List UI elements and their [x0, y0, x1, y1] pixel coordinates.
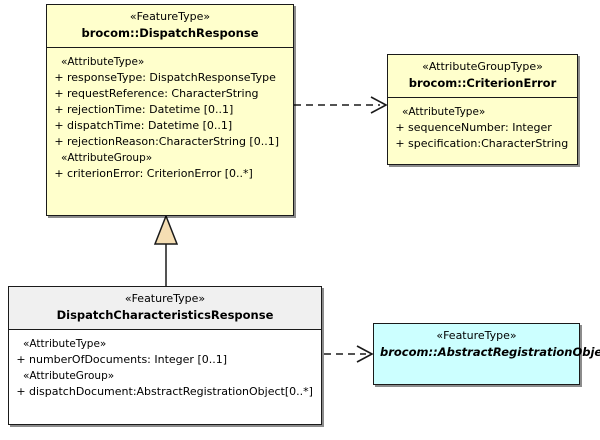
class-stereotype: «FeatureType» [124, 292, 206, 305]
class-stereotype: «AttributeGroupType» [422, 60, 543, 73]
class-header-abstract-registration-object: «FeatureType» brocom::AbstractRegistrati… [374, 324, 600, 366]
attribute-label: dispatchDocument:AbstractRegistrationObj… [29, 385, 313, 398]
class-box-dispatch-response[interactable]: «FeatureType» brocom::DispatchResponse «… [46, 4, 294, 216]
attribute-label: requestReference: CharacterString [67, 87, 259, 100]
class-body-dispatch-characteristics-response: «AttributeType» + numberOfDocuments: Int… [9, 330, 321, 406]
attribute-label: sequenceNumber: Integer [408, 121, 552, 134]
attribute-row[interactable]: + responseType: DispatchResponseType [51, 70, 289, 86]
class-stereotype: «FeatureType» [129, 10, 211, 23]
visibility-marker: + [16, 385, 26, 398]
class-name: DispatchCharacteristicsResponse [56, 308, 274, 322]
compartment-label-attributegroup: «AttributeGroup» [23, 370, 115, 382]
dependency-dispatchcharacteristics-abstractregistrationobject[interactable] [324, 345, 374, 363]
attribute-label: criterionError: CriterionError [0..*] [67, 167, 253, 180]
compartment-label-attributetype: «AttributeType» [61, 56, 145, 68]
compartment-label-attributetype: «AttributeType» [402, 106, 486, 118]
class-name: brocom::CriterionError [408, 76, 557, 90]
class-box-criterion-error[interactable]: «AttributeGroupType» brocom::CriterionEr… [387, 54, 578, 165]
attribute-row[interactable]: + rejectionReason:CharacterString [0..1] [51, 134, 289, 150]
open-arrowhead-icon [370, 96, 388, 114]
visibility-marker: + [54, 135, 64, 148]
compartment-label-attributegroup: «AttributeGroup» [61, 152, 153, 164]
dependency-dispatchresponse-criterionerror[interactable] [294, 96, 388, 114]
attribute-label: numberOfDocuments: Integer [0..1] [29, 353, 228, 366]
attribute-label: rejectionReason:CharacterString [0..1] [67, 135, 279, 148]
attribute-label: rejectionTime: Datetime [0..1] [67, 103, 234, 116]
class-body-dispatch-response: «AttributeType» + responseType: Dispatch… [47, 48, 293, 188]
visibility-marker: + [54, 71, 64, 84]
class-stereotype: «FeatureType» [436, 329, 517, 342]
class-name: brocom::AbstractRegistrationObject [380, 345, 600, 359]
class-box-dispatch-characteristics-response[interactable]: «FeatureType» DispatchCharacteristicsRes… [8, 286, 322, 425]
class-header-criterion-error: «AttributeGroupType» brocom::CriterionEr… [388, 55, 577, 98]
visibility-marker: + [395, 137, 405, 150]
visibility-marker: + [54, 167, 64, 180]
hollow-triangle-icon [153, 213, 179, 245]
visibility-marker: + [54, 119, 64, 132]
attribute-row[interactable]: + sequenceNumber: Integer [392, 120, 573, 136]
attribute-label: dispatchTime: Datetime [0..1] [67, 119, 233, 132]
attribute-row[interactable]: + dispatchDocument:AbstractRegistrationO… [13, 384, 317, 400]
class-name: brocom::DispatchResponse [81, 26, 259, 40]
attribute-row[interactable]: + requestReference: CharacterString [51, 86, 289, 102]
visibility-marker: + [395, 121, 405, 134]
attribute-row[interactable]: + rejectionTime: Datetime [0..1] [51, 102, 289, 118]
visibility-marker: + [54, 87, 64, 100]
generalization-dispatchcharacteristics-dispatchresponse[interactable] [153, 213, 179, 286]
class-box-abstract-registration-object[interactable]: «FeatureType» brocom::AbstractRegistrati… [373, 323, 600, 385]
attribute-row[interactable]: + criterionError: CriterionError [0..*] [51, 166, 289, 182]
class-header-dispatch-characteristics-response: «FeatureType» DispatchCharacteristicsRes… [9, 287, 321, 330]
attribute-label: responseType: DispatchResponseType [67, 71, 276, 84]
attribute-label: specification:CharacterString [408, 137, 569, 150]
attribute-row[interactable]: + specification:CharacterString [392, 136, 573, 152]
open-arrowhead-icon [356, 345, 374, 363]
attribute-row[interactable]: + dispatchTime: Datetime [0..1] [51, 118, 289, 134]
class-body-criterion-error: «AttributeType» + sequenceNumber: Intege… [388, 98, 577, 158]
compartment-label-attributetype: «AttributeType» [23, 338, 107, 350]
class-header-dispatch-response: «FeatureType» brocom::DispatchResponse [47, 5, 293, 48]
visibility-marker: + [54, 103, 64, 116]
visibility-marker: + [16, 353, 26, 366]
attribute-row[interactable]: + numberOfDocuments: Integer [0..1] [13, 352, 317, 368]
